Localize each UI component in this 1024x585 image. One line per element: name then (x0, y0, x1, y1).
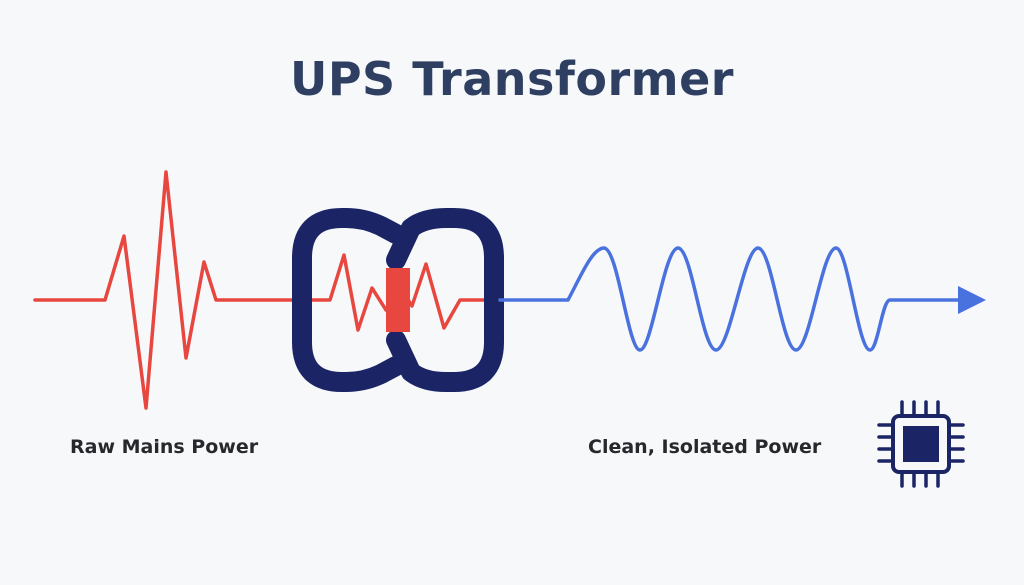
arrow-right-icon (958, 286, 986, 314)
transformer-coil-right (386, 208, 504, 392)
diagram-title: UPS Transformer (289, 52, 734, 106)
raw-power-waveform (33, 170, 502, 410)
input-label: Raw Mains Power (70, 436, 259, 458)
transformer-core (386, 268, 410, 332)
microchip-icon (877, 400, 965, 488)
transformer-coil-left (292, 208, 406, 392)
output-label: Clean, Isolated Power (588, 436, 822, 458)
transformer-icon (292, 208, 504, 392)
clean-power-waveform (498, 246, 986, 352)
